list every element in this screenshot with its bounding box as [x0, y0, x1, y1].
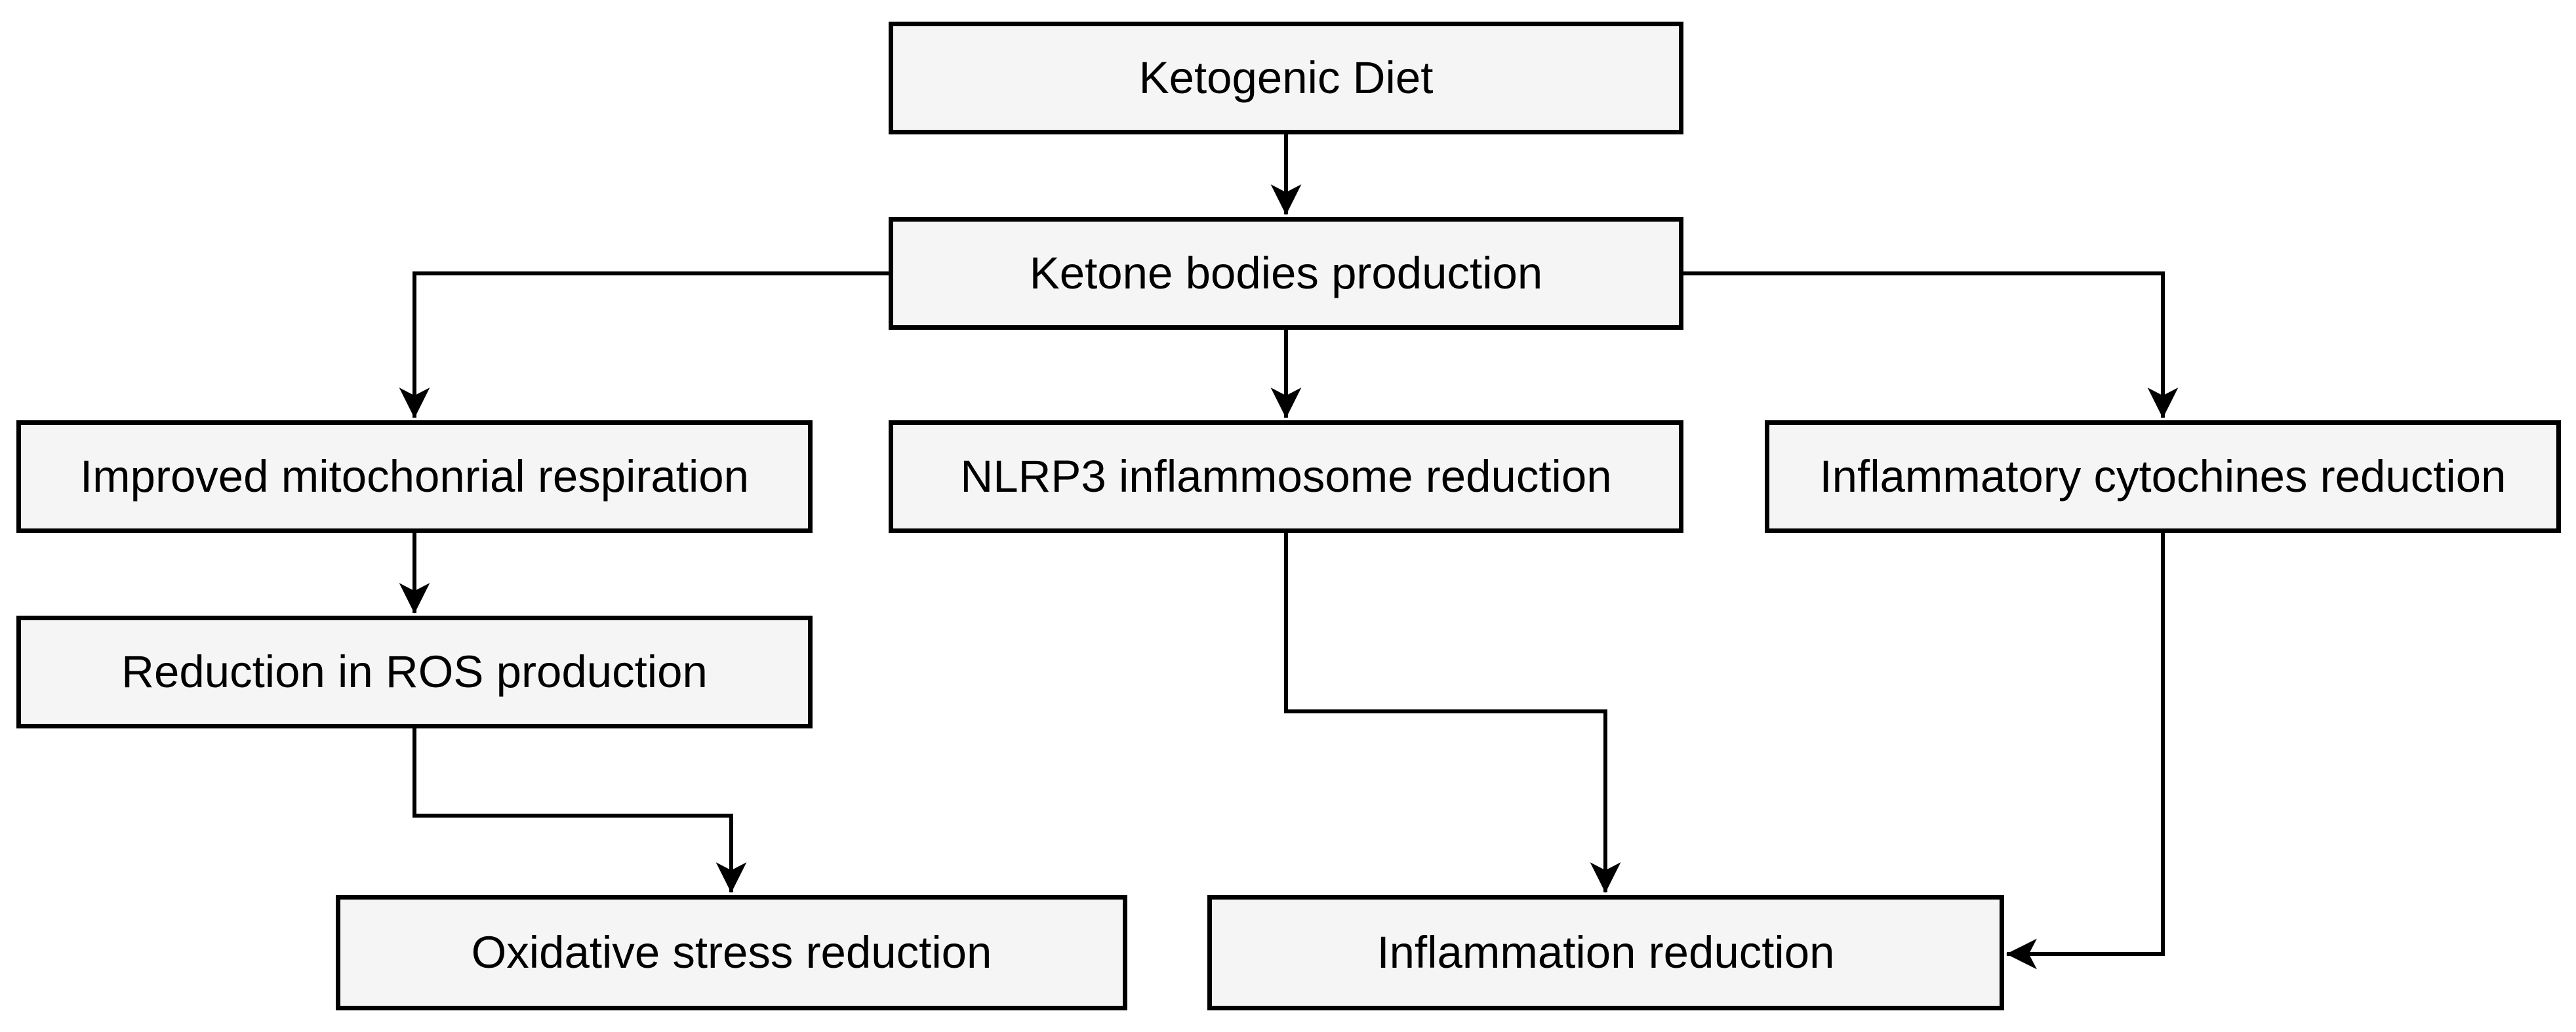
node-inflammation-reduction-label: Inflammation reduction: [1377, 926, 1835, 978]
node-inflammatory-cytokines-reduction: Inflammatory cytochines reduction: [1765, 420, 2561, 533]
edge-nlrp3-to-inflammation: [1284, 533, 1621, 893]
node-ketone-bodies-production: Ketone bodies production: [889, 217, 1683, 330]
node-nlrp3-inflammasome-reduction-label: NLRP3 inflammosome reduction: [960, 450, 1612, 502]
node-ketogenic-diet-label: Ketogenic Diet: [1138, 52, 1434, 103]
node-improved-mitochondrial-respiration-label: Improved mitochonrial respiration: [79, 450, 750, 502]
node-reduction-in-ros-production: Reduction in ROS production: [16, 616, 813, 728]
node-ketone-bodies-production-label: Ketone bodies production: [1029, 247, 1543, 298]
edge-ketone-bodies-to-mitochondrial: [399, 271, 889, 418]
node-improved-mitochondrial-respiration: Improved mitochonrial respiration: [16, 420, 813, 533]
node-nlrp3-inflammasome-reduction: NLRP3 inflammosome reduction: [889, 420, 1683, 533]
edge-ros-to-oxidative: [413, 728, 747, 893]
node-inflammatory-cytokines-reduction-label: Inflammatory cytochines reduction: [1819, 450, 2506, 502]
node-ketogenic-diet: Ketogenic Diet: [889, 22, 1683, 134]
node-oxidative-stress-reduction: Oxidative stress reduction: [336, 895, 1127, 1010]
node-oxidative-stress-reduction-label: Oxidative stress reduction: [471, 926, 992, 978]
node-inflammation-reduction: Inflammation reduction: [1207, 895, 2004, 1010]
node-reduction-in-ros-production-label: Reduction in ROS production: [121, 646, 708, 697]
edge-ketone-bodies-to-cytokines: [1683, 271, 2179, 418]
edge-cytokines-to-inflammation: [2006, 533, 2165, 970]
